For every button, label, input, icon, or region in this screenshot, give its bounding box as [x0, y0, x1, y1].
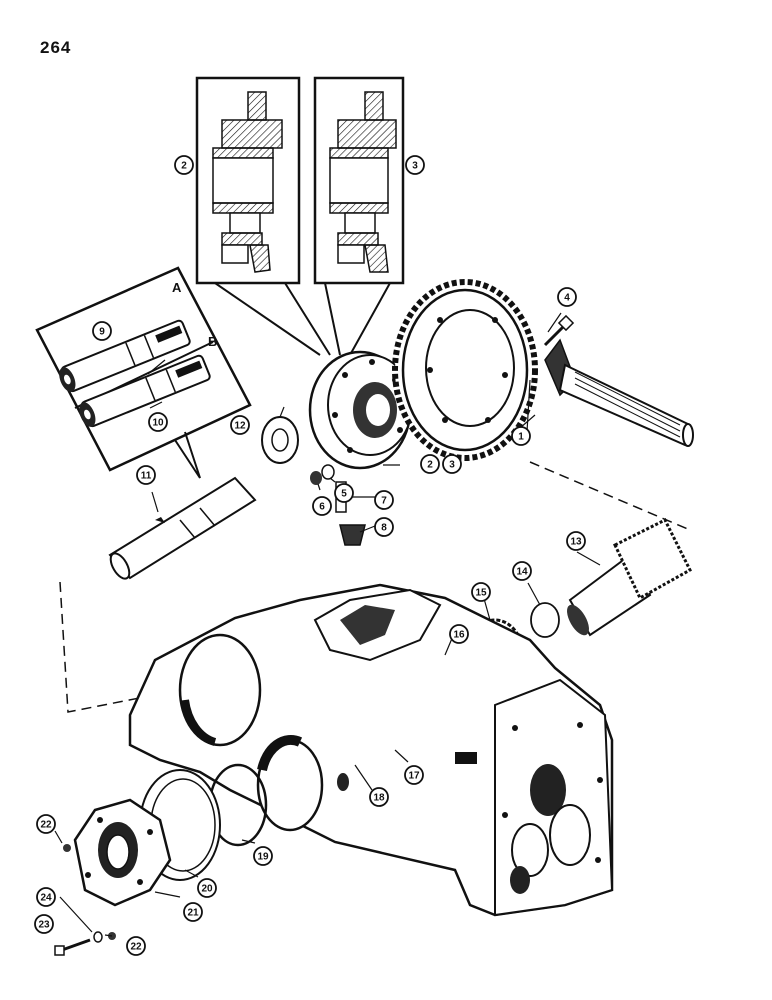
bolt-4 [543, 314, 575, 347]
callout-label-c13: 13 [570, 537, 582, 548]
carrier-3-section [329, 91, 397, 273]
callout-label-c3b: 3 [449, 460, 455, 471]
nut-6 [310, 471, 322, 485]
callout-c3b: 3 [442, 454, 462, 474]
fitting-22-top [63, 844, 71, 852]
callout-label-c14: 14 [516, 567, 528, 578]
carrier-2-section [212, 91, 283, 273]
callout-label-c22b: 22 [130, 942, 142, 953]
cross-shaft [108, 476, 257, 580]
callout-label-c1: 1 [518, 432, 524, 443]
callout-label-c18: 18 [373, 793, 385, 804]
callout-c10: 10 [148, 412, 168, 432]
ring-gear [392, 279, 538, 461]
callout-c5: 5 [334, 483, 354, 503]
callout-c2b: 2 [420, 454, 440, 474]
inset-carrier-3 [313, 76, 405, 356]
callout-c9: 9 [92, 321, 112, 341]
shaft-10 [79, 354, 211, 428]
callout-c14: 14 [512, 561, 532, 581]
callout-c13: 13 [566, 531, 586, 551]
callout-label-c5: 5 [341, 489, 347, 500]
callout-c3a: 3 [405, 155, 425, 175]
callout-c22a: 22 [36, 814, 56, 834]
shaft-9 [59, 319, 191, 393]
callout-c22b: 22 [126, 936, 146, 956]
inset-shafts [35, 266, 252, 479]
output-shaft-13 [567, 517, 692, 637]
thrust-washer-12 [261, 416, 299, 464]
callout-label-c21: 21 [187, 908, 199, 919]
callout-label-c10: 10 [152, 418, 164, 429]
callout-label-c15: 15 [475, 588, 487, 599]
callout-label-c9: 9 [99, 327, 105, 338]
callout-c16: 16 [449, 624, 469, 644]
callout-c15: 15 [471, 582, 491, 602]
callout-label-c6: 6 [319, 502, 325, 513]
callout-c1: 1 [511, 426, 531, 446]
differential-carrier [308, 350, 413, 470]
bearing-cover-21 [73, 798, 172, 907]
callout-label-c17: 17 [408, 771, 420, 782]
callout-label-c16: 16 [453, 630, 465, 641]
callout-c8: 8 [374, 517, 394, 537]
callout-label-c20: 20 [201, 884, 213, 895]
callout-label-c2a: 2 [181, 161, 187, 172]
callout-label-c22a: 22 [40, 820, 52, 831]
washer-5 [321, 464, 335, 480]
callout-label-c24: 24 [40, 893, 52, 904]
callout-c4: 4 [557, 287, 577, 307]
bolt-23 [54, 938, 91, 956]
inset-carrier-2 [195, 76, 331, 356]
callout-label-c7: 7 [381, 496, 387, 507]
pinion-gear-8 [339, 524, 366, 546]
callout-c11: 11 [136, 465, 156, 485]
transmission-housing [128, 583, 614, 917]
callout-label-c19: 19 [257, 852, 269, 863]
callout-label-c3a: 3 [412, 161, 418, 172]
callout-c19: 19 [253, 846, 273, 866]
assembly-dashed-line-right [529, 461, 691, 531]
shim-14 [530, 602, 560, 638]
callout-c17: 17 [404, 765, 424, 785]
callout-c18: 18 [369, 787, 389, 807]
callout-c23: 23 [34, 914, 54, 934]
inset-letter-a: A [172, 280, 182, 295]
callout-c2a: 2 [174, 155, 194, 175]
inset-letter-b: B [208, 334, 217, 349]
callout-label-c11: 11 [141, 471, 152, 482]
callout-c21: 21 [183, 902, 203, 922]
callout-label-c4: 4 [564, 293, 570, 304]
washer-24 [93, 931, 103, 943]
callout-label-c12: 12 [234, 421, 246, 432]
callout-c24: 24 [36, 887, 56, 907]
callout-c12: 12 [230, 415, 250, 435]
callout-label-c2b: 2 [427, 460, 433, 471]
pinion-shaft [544, 338, 694, 447]
callout-c20: 20 [197, 878, 217, 898]
callout-c6: 6 [312, 496, 332, 516]
callout-label-c23: 23 [38, 920, 50, 931]
page-number: 264 [40, 38, 72, 57]
callout-c7: 7 [374, 490, 394, 510]
callout-label-c8: 8 [381, 523, 387, 534]
